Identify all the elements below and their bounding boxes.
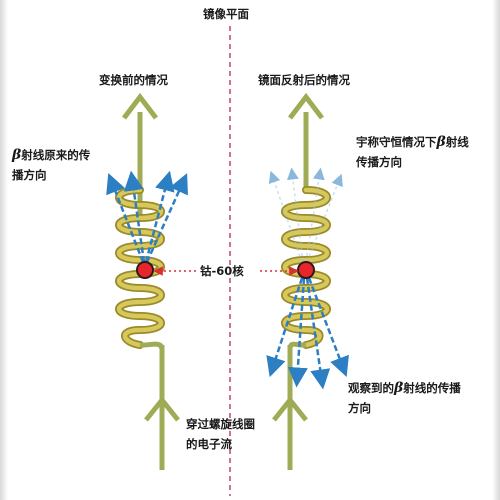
- left-coil: [115, 186, 165, 349]
- right-edge-shadow: [492, 0, 500, 500]
- right-coil-tail: [287, 341, 307, 351]
- right-assembly: [266, 92, 349, 470]
- left-beta-arrow-4: [145, 173, 188, 263]
- observed-label: 观察到的β射线的传播 方向: [348, 378, 461, 418]
- right-nucleus: [297, 261, 315, 279]
- left-beta-line1: 射线原来的传: [21, 148, 91, 162]
- current-line1: 穿过螺旋线圈: [186, 417, 255, 431]
- left-coil-tail: [139, 341, 165, 351]
- left-beta-arrow-1: [106, 173, 145, 263]
- right-observed-arrows: [266, 277, 349, 390]
- mirror-plane-label: 镜像平面: [203, 7, 249, 21]
- observed-beta-symbol: β: [394, 380, 404, 396]
- left-beta-arrow-3: [144, 170, 175, 263]
- right-beta-symbol: β: [436, 134, 446, 150]
- current-label: 穿过螺旋线圈 的电子流: [186, 414, 255, 454]
- nucleus-label: 钴-60核: [200, 264, 244, 278]
- left-title-label: 变换前的情况: [99, 73, 168, 87]
- right-beta-line2: 传播方向: [356, 155, 402, 169]
- right-title-label: 镜面反射后的情况: [258, 73, 350, 87]
- left-nucleus: [136, 261, 154, 279]
- right-beta-label: 宇称守恒情况下β射线 传播方向: [356, 132, 469, 172]
- right-lower-wire-arrowhead: [272, 395, 308, 422]
- left-lower-wire-arrowhead: [144, 395, 180, 422]
- right-upper-wire-arrowhead: [288, 92, 324, 120]
- left-assembly: [106, 92, 188, 470]
- left-beta-arrow-2: [123, 170, 146, 263]
- left-upper-wire-arrowhead: [122, 92, 158, 120]
- observed-line2: 方向: [348, 401, 371, 415]
- observed-line1-post: 射线的传播: [403, 381, 461, 395]
- left-beta-symbol: β: [12, 147, 22, 163]
- right-observed-arrow-4: [307, 277, 349, 378]
- observed-line1-pre: 观察到的: [348, 381, 394, 395]
- right-observed-arrow-1: [266, 277, 304, 378]
- left-beta-arrows: [106, 170, 188, 263]
- right-beta-line1-post: 射线: [445, 135, 469, 149]
- left-beta-label: β射线原来的传 播方向: [12, 145, 90, 185]
- right-beta-line1-pre: 宇称守恒情况下: [356, 135, 437, 149]
- right-observed-arrow-2: [287, 277, 308, 388]
- left-edge-shadow: [0, 0, 8, 500]
- left-beta-line2: 播方向: [12, 168, 47, 182]
- current-line2: 的电子流: [186, 437, 232, 451]
